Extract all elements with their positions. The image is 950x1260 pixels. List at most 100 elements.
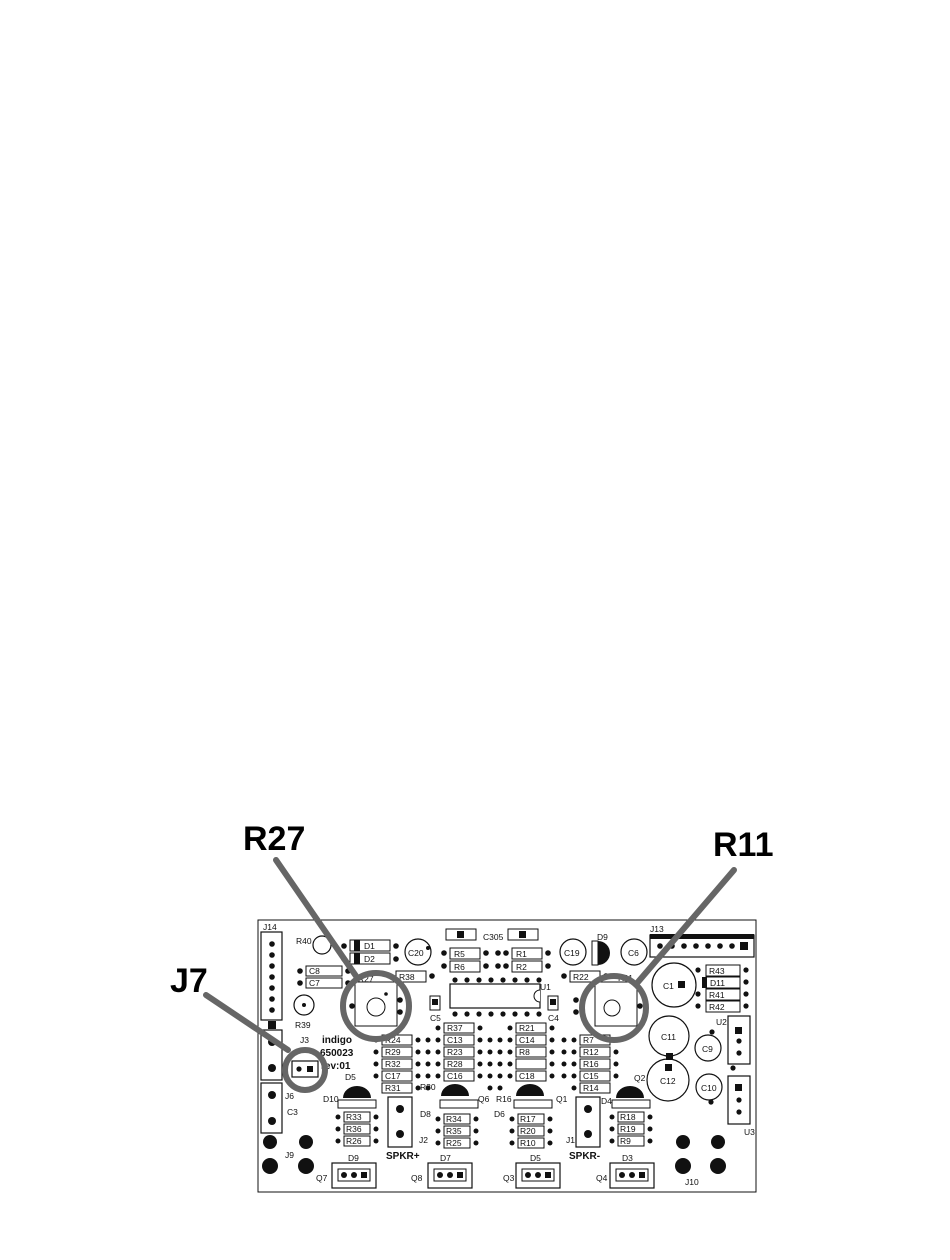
label-rev: rev:01 (321, 1061, 351, 1072)
label-r17: R17 (520, 1114, 536, 1124)
label-r19: R19 (620, 1124, 636, 1134)
label-r14: R14 (583, 1083, 599, 1093)
label-r38: R38 (399, 972, 415, 982)
label-u1: U1 (540, 982, 551, 992)
c20-cap (404, 938, 432, 966)
label-r9: R9 (620, 1136, 631, 1146)
label-r10: R10 (520, 1138, 536, 1148)
callout-label-r27: R27 (243, 820, 305, 858)
label-d9: D9 (597, 932, 608, 942)
label-d1: D1 (364, 941, 375, 951)
resistor-column-2 (425, 1022, 493, 1091)
label-c4: C4 (548, 1013, 559, 1023)
label-c14: C14 (519, 1035, 535, 1045)
label-d6: D6 (494, 1109, 505, 1119)
label-r27: R27 (358, 974, 374, 984)
label-r5: R5 (454, 949, 465, 959)
label-c9: C9 (702, 1044, 713, 1054)
u2-reg (727, 1015, 751, 1065)
label-d10: D10 (323, 1094, 339, 1104)
label-part-no: 650023 (320, 1048, 354, 1059)
label-r2: R2 (516, 962, 527, 972)
label-d9b: D9 (348, 1153, 359, 1163)
label-r41: R41 (709, 990, 725, 1000)
label-r36: R36 (346, 1124, 362, 1134)
label-r31: R31 (385, 1083, 401, 1093)
label-q6: Q6 (478, 1094, 490, 1104)
label-j10: J10 (685, 1177, 699, 1187)
label-r35: R35 (446, 1126, 462, 1136)
left-connector-1 (260, 1029, 283, 1081)
j10-pads (675, 1135, 726, 1174)
label-r43: R43 (709, 966, 725, 976)
left-connector-2 (260, 1082, 283, 1134)
label-r26: R26 (346, 1136, 362, 1146)
resistor-column-3 (497, 1022, 555, 1091)
j14-header (260, 931, 283, 1021)
label-c3: C3 (287, 1107, 298, 1117)
label-j2: J2 (419, 1135, 428, 1145)
label-j14: J14 (263, 922, 277, 932)
label-d5: D5 (345, 1072, 356, 1082)
c19-cap (559, 938, 587, 966)
r39-pad (293, 994, 315, 1016)
c10-cap (695, 1073, 723, 1101)
label-q2: Q2 (634, 1073, 646, 1083)
label-r29: R29 (385, 1047, 401, 1057)
label-r42: R42 (709, 1002, 725, 1012)
c1-cap (651, 962, 697, 1008)
q2-transistor (616, 1086, 644, 1098)
c12-cap (646, 1058, 690, 1102)
label-c19: C19 (564, 948, 580, 958)
label-j3: J3 (300, 1035, 309, 1045)
label-d11: D11 (710, 978, 725, 988)
label-r33: R33 (346, 1112, 362, 1122)
label-c20: C20 (408, 948, 424, 958)
label-r28: R28 (447, 1059, 463, 1069)
label-d2: D2 (364, 954, 375, 964)
label-c6: C6 (628, 948, 639, 958)
j14-pin1 (268, 1021, 276, 1029)
label-c12: C12 (660, 1076, 676, 1086)
label-q8: Q8 (411, 1173, 423, 1183)
u3-reg (727, 1075, 751, 1125)
label-c8: C8 (309, 966, 320, 976)
label-r8: R8 (519, 1047, 530, 1057)
label-r23: R23 (447, 1047, 463, 1057)
c9-cap (694, 1034, 722, 1062)
resistor-column-1 (373, 1034, 421, 1094)
label-q1: Q1 (556, 1094, 568, 1104)
label-c7: C7 (309, 978, 320, 988)
label-r24: R24 (385, 1035, 401, 1045)
label-u3: U3 (744, 1127, 755, 1137)
label-d4: D4 (601, 1096, 612, 1106)
label-c5: C5 (430, 1013, 441, 1023)
label-r37: R37 (447, 1023, 463, 1033)
label-r39: R39 (295, 1020, 311, 1030)
label-q4: Q4 (596, 1173, 608, 1183)
j14-pins (269, 941, 275, 1013)
label-indigo: indigo (322, 1035, 352, 1046)
label-j6: J6 (285, 1091, 294, 1101)
resistor-column-4 (561, 1034, 619, 1094)
label-r16: R16 (583, 1059, 599, 1069)
r11-trimmer (603, 999, 621, 1017)
callout-label-r11: R11 (713, 826, 774, 864)
label-spkr-plus: SPKR+ (386, 1151, 420, 1162)
callout-r27 (273, 857, 412, 1042)
label-r34: R34 (446, 1114, 462, 1124)
label-c17: C17 (385, 1071, 401, 1081)
label-d7: D7 (440, 1153, 451, 1163)
label-r21: R21 (519, 1023, 535, 1033)
label-r7: R7 (583, 1035, 594, 1045)
label-j13: J13 (650, 924, 664, 934)
label-u2: U2 (716, 1017, 727, 1027)
label-d5b: D5 (530, 1153, 541, 1163)
label-r16b: R16 (496, 1094, 512, 1104)
r27-trimmer (366, 997, 386, 1017)
j1-connector (575, 1096, 601, 1148)
label-j1: J1 (566, 1135, 575, 1145)
callout-j7 (203, 992, 328, 1093)
label-c305: C305 (483, 932, 504, 942)
label-q3: Q3 (503, 1173, 515, 1183)
